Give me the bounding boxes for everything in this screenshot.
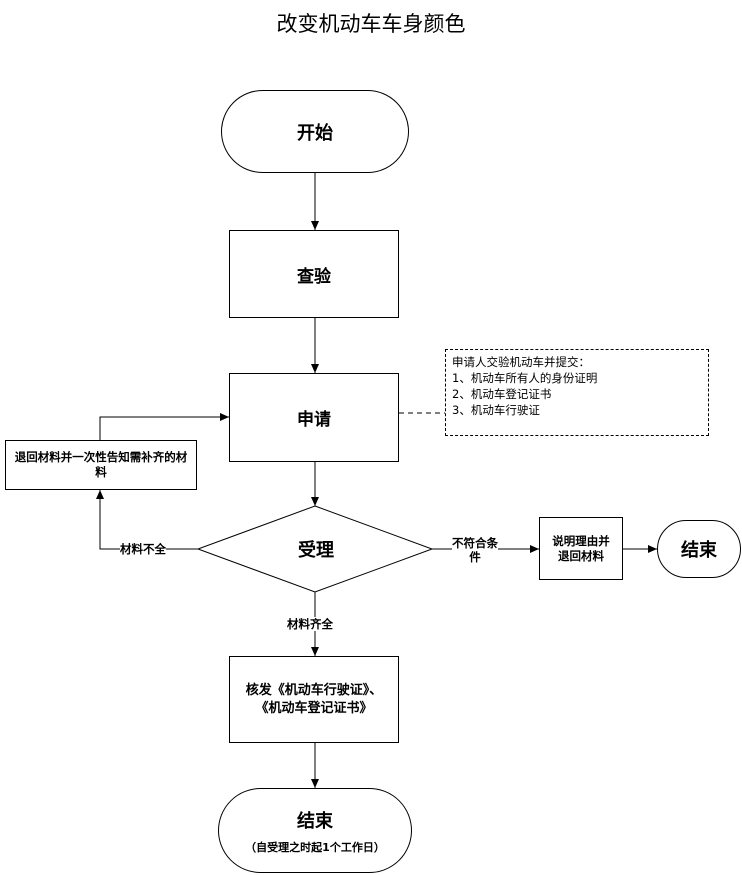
edge-label-complete: 材料齐全 — [287, 617, 333, 631]
return-materials-label: 退回材料并一次性告知需补齐的材料 — [14, 450, 188, 479]
inspect-label: 查验 — [297, 266, 331, 287]
arrow-accept-to-return — [96, 490, 198, 550]
explain-return-label: 说明理由并退回材料 — [552, 533, 610, 563]
end-right-node: 结束 — [657, 520, 741, 578]
return-materials-node: 退回材料并一次性告知需补齐的材料 — [5, 440, 197, 490]
apply-node: 申请 — [229, 373, 399, 462]
issue-node: 核发《机动车行驶证》、 《机动车登记证书》 — [229, 656, 399, 743]
note-header: 申请人交验机动车并提交： — [452, 355, 590, 369]
arrow-return-to-apply — [99, 413, 229, 440]
note-item: 1、机动车所有人的身份证明 — [452, 371, 598, 385]
not-compliant-line1: 不符合条 — [452, 536, 498, 550]
issue-label-line2: 《机动车登记证书》 — [255, 700, 373, 716]
end-bottom-node: 结束 （自受理之时起1个工作日） — [218, 788, 412, 873]
issue-label-line1: 核发《机动车行驶证》、 — [245, 682, 383, 698]
apply-label: 申请 — [297, 410, 331, 430]
start-label: 开始 — [297, 122, 333, 144]
start-node: 开始 — [221, 90, 409, 173]
edge-label-not-compliant: 不符合条 件 — [452, 536, 498, 564]
end-bottom-note: （自受理之时起1个工作日） — [245, 840, 385, 854]
explain-return-node: 说明理由并退回材料 — [539, 517, 623, 580]
note-item: 2、机动车登记证书 — [452, 387, 552, 401]
inspect-node: 查验 — [229, 230, 399, 318]
accept-label: 受理 — [298, 540, 334, 561]
edge-label-incomplete: 材料不全 — [120, 542, 166, 556]
page-title: 改变机动车车身颜色 — [276, 12, 466, 36]
note-item: 3、机动车行驶证 — [452, 403, 540, 417]
materials-note: 申请人交验机动车并提交： 1、机动车所有人的身份证明 2、机动车登记证书 3、机… — [445, 349, 709, 436]
end-right-label: 结束 — [681, 540, 717, 561]
end-bottom-label: 结束 — [297, 810, 333, 832]
not-compliant-line2: 件 — [469, 550, 481, 564]
